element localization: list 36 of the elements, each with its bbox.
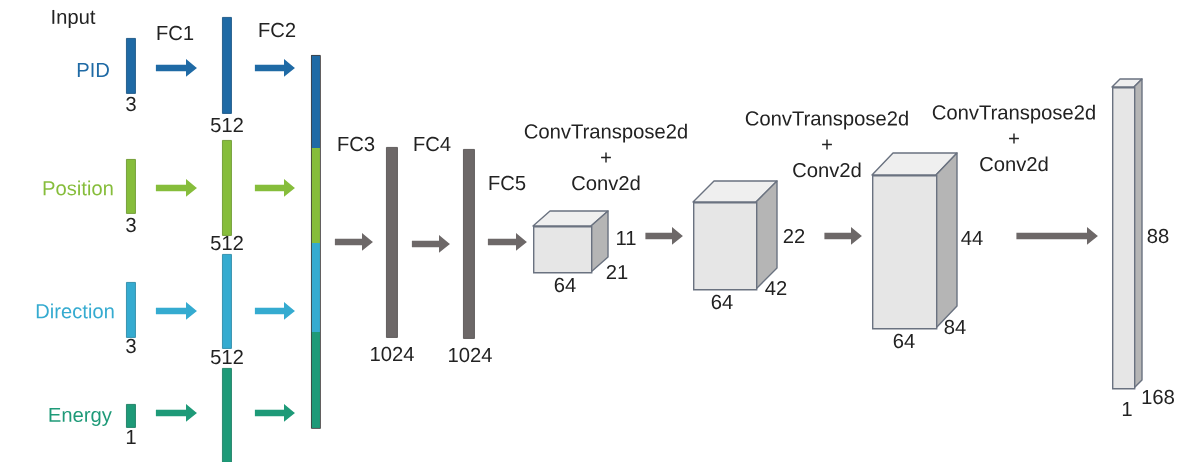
size-label: 512 xyxy=(210,235,243,251)
layer-label: FC2 xyxy=(259,22,296,38)
size-label: 3 xyxy=(126,338,136,354)
size-label: 64 xyxy=(554,277,576,293)
size-label: 64 xyxy=(711,294,733,310)
size-label: 1024 xyxy=(371,346,414,362)
size-label: 3 xyxy=(126,217,136,233)
size-label: 1 xyxy=(1122,402,1132,416)
size-label: 21 xyxy=(606,264,628,280)
layer-label: FC4 xyxy=(414,136,451,152)
size-label: 3 xyxy=(126,96,136,112)
layer-label: FC5 xyxy=(489,175,526,191)
size-label: 168 xyxy=(1142,389,1174,405)
layer-bar xyxy=(311,55,321,429)
size-label: 44 xyxy=(961,231,983,245)
layer-label: ConvTranspose2d + Conv2d xyxy=(745,110,908,178)
size-label: 512 xyxy=(210,117,243,133)
size-label: 1 xyxy=(126,430,136,444)
layer-label: FC1 xyxy=(157,25,194,41)
layer-label: ConvTranspose2d + Conv2d xyxy=(524,123,687,191)
layer-bar xyxy=(222,368,232,462)
size-label: 11 xyxy=(617,231,636,245)
size-label: 64 xyxy=(893,333,915,349)
size-label: 84 xyxy=(944,319,966,335)
input-label: Position xyxy=(43,180,113,196)
input-label: PID xyxy=(77,63,109,77)
input-label: Energy xyxy=(49,407,112,427)
size-label: 22 xyxy=(783,228,805,244)
layer-label: ConvTranspose2d + Conv2d xyxy=(932,104,1095,172)
size-label: 512 xyxy=(210,349,243,365)
size-label: 1024 xyxy=(449,347,492,363)
size-label: 88 xyxy=(1147,228,1169,244)
input-label: Direction xyxy=(36,303,114,319)
layer-label: Input xyxy=(52,9,96,29)
layer-label: FC3 xyxy=(338,136,375,152)
size-label: 42 xyxy=(765,280,787,296)
